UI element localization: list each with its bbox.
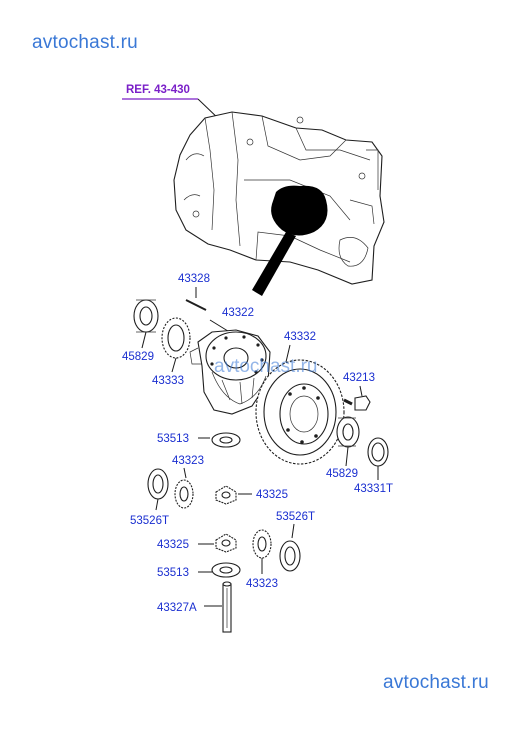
reference-label: REF. 43-430 [126,84,190,96]
label-45829-left: 45829 [122,351,154,363]
label-43325-lower: 43325 [157,539,189,551]
part-53513-washer-upper: 53513 [157,432,241,448]
label-43325-upper: 43325 [256,489,288,501]
part-53513-washer-lower: 53513 [157,562,241,579]
part-43332-ring-gear: 43332 [255,331,345,465]
label-53526T-left: 53526T [130,515,169,527]
reference-callout: REF. 43-430 [122,84,223,123]
part-45829-bearing-left: 45829 [122,299,159,363]
part-45829-bearing-right: 45829 [326,416,360,480]
watermark-top: avtochast.ru [32,32,138,53]
label-43332: 43332 [284,331,316,343]
label-43327A: 43327A [157,602,197,614]
label-43328: 43328 [178,273,210,285]
part-53526T-washer-left: 53526T [130,468,169,527]
watermark-center: avtochast.ru [214,356,318,377]
part-43328-pin: 43328 [178,273,210,311]
label-53513-lower: 53513 [157,567,189,579]
part-43323-side-gear-lower: 43323 [246,529,278,590]
part-43323-side-gear-upper: 43323 [172,455,204,509]
part-43322-differential-case: 43322 [189,307,271,415]
label-45829-right: 45829 [326,468,358,480]
label-53526T-right: 53526T [276,511,315,523]
label-43323-upper: 43323 [172,455,204,467]
part-43325-pinion-upper: 43325 [215,485,288,505]
transaxle-housing [173,111,385,296]
label-43333: 43333 [152,375,184,387]
part-43327A-shaft: 43327A [157,581,232,633]
part-43333-gear-ring: 43333 [152,317,191,387]
part-43325-pinion-lower: 43325 [157,533,237,553]
label-53513-upper: 53513 [157,433,189,445]
part-43213-bolt: 43213 [343,372,375,411]
label-43322: 43322 [222,307,254,319]
watermark-bottom: avtochast.ru [383,672,489,693]
part-53526T-washer-right: 53526T [276,511,315,572]
label-43213: 43213 [343,372,375,384]
label-43331T: 43331T [354,483,393,495]
label-43323-lower: 43323 [246,578,278,590]
part-43331T-shim: 43331T [354,437,393,495]
